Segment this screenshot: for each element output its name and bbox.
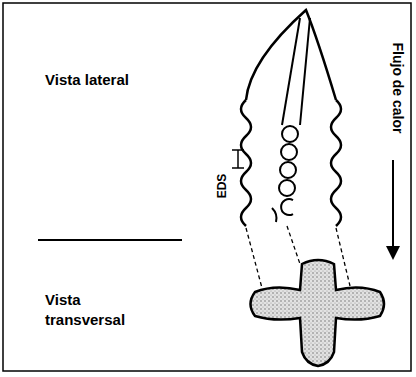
dendrite-right-edge	[331, 100, 341, 226]
view-label: Vista transversal	[45, 290, 155, 329]
stalk-line	[300, 18, 310, 125]
stalk-line	[282, 18, 300, 125]
cross-section	[251, 260, 385, 366]
spacing-label: EDS	[215, 174, 231, 199]
dendrite-left-edge	[241, 100, 251, 226]
divider-line	[38, 239, 182, 241]
dendrite-tip	[246, 10, 336, 100]
frame	[3, 3, 411, 371]
heat-arrow-head	[386, 246, 400, 260]
heat-arrow-shaft	[392, 160, 394, 248]
view-label: Vista lateral	[45, 70, 140, 90]
stalk-cells	[272, 126, 298, 222]
spacing-bracket	[232, 150, 244, 168]
heat-flow-label: Flujo de calor	[389, 42, 407, 133]
